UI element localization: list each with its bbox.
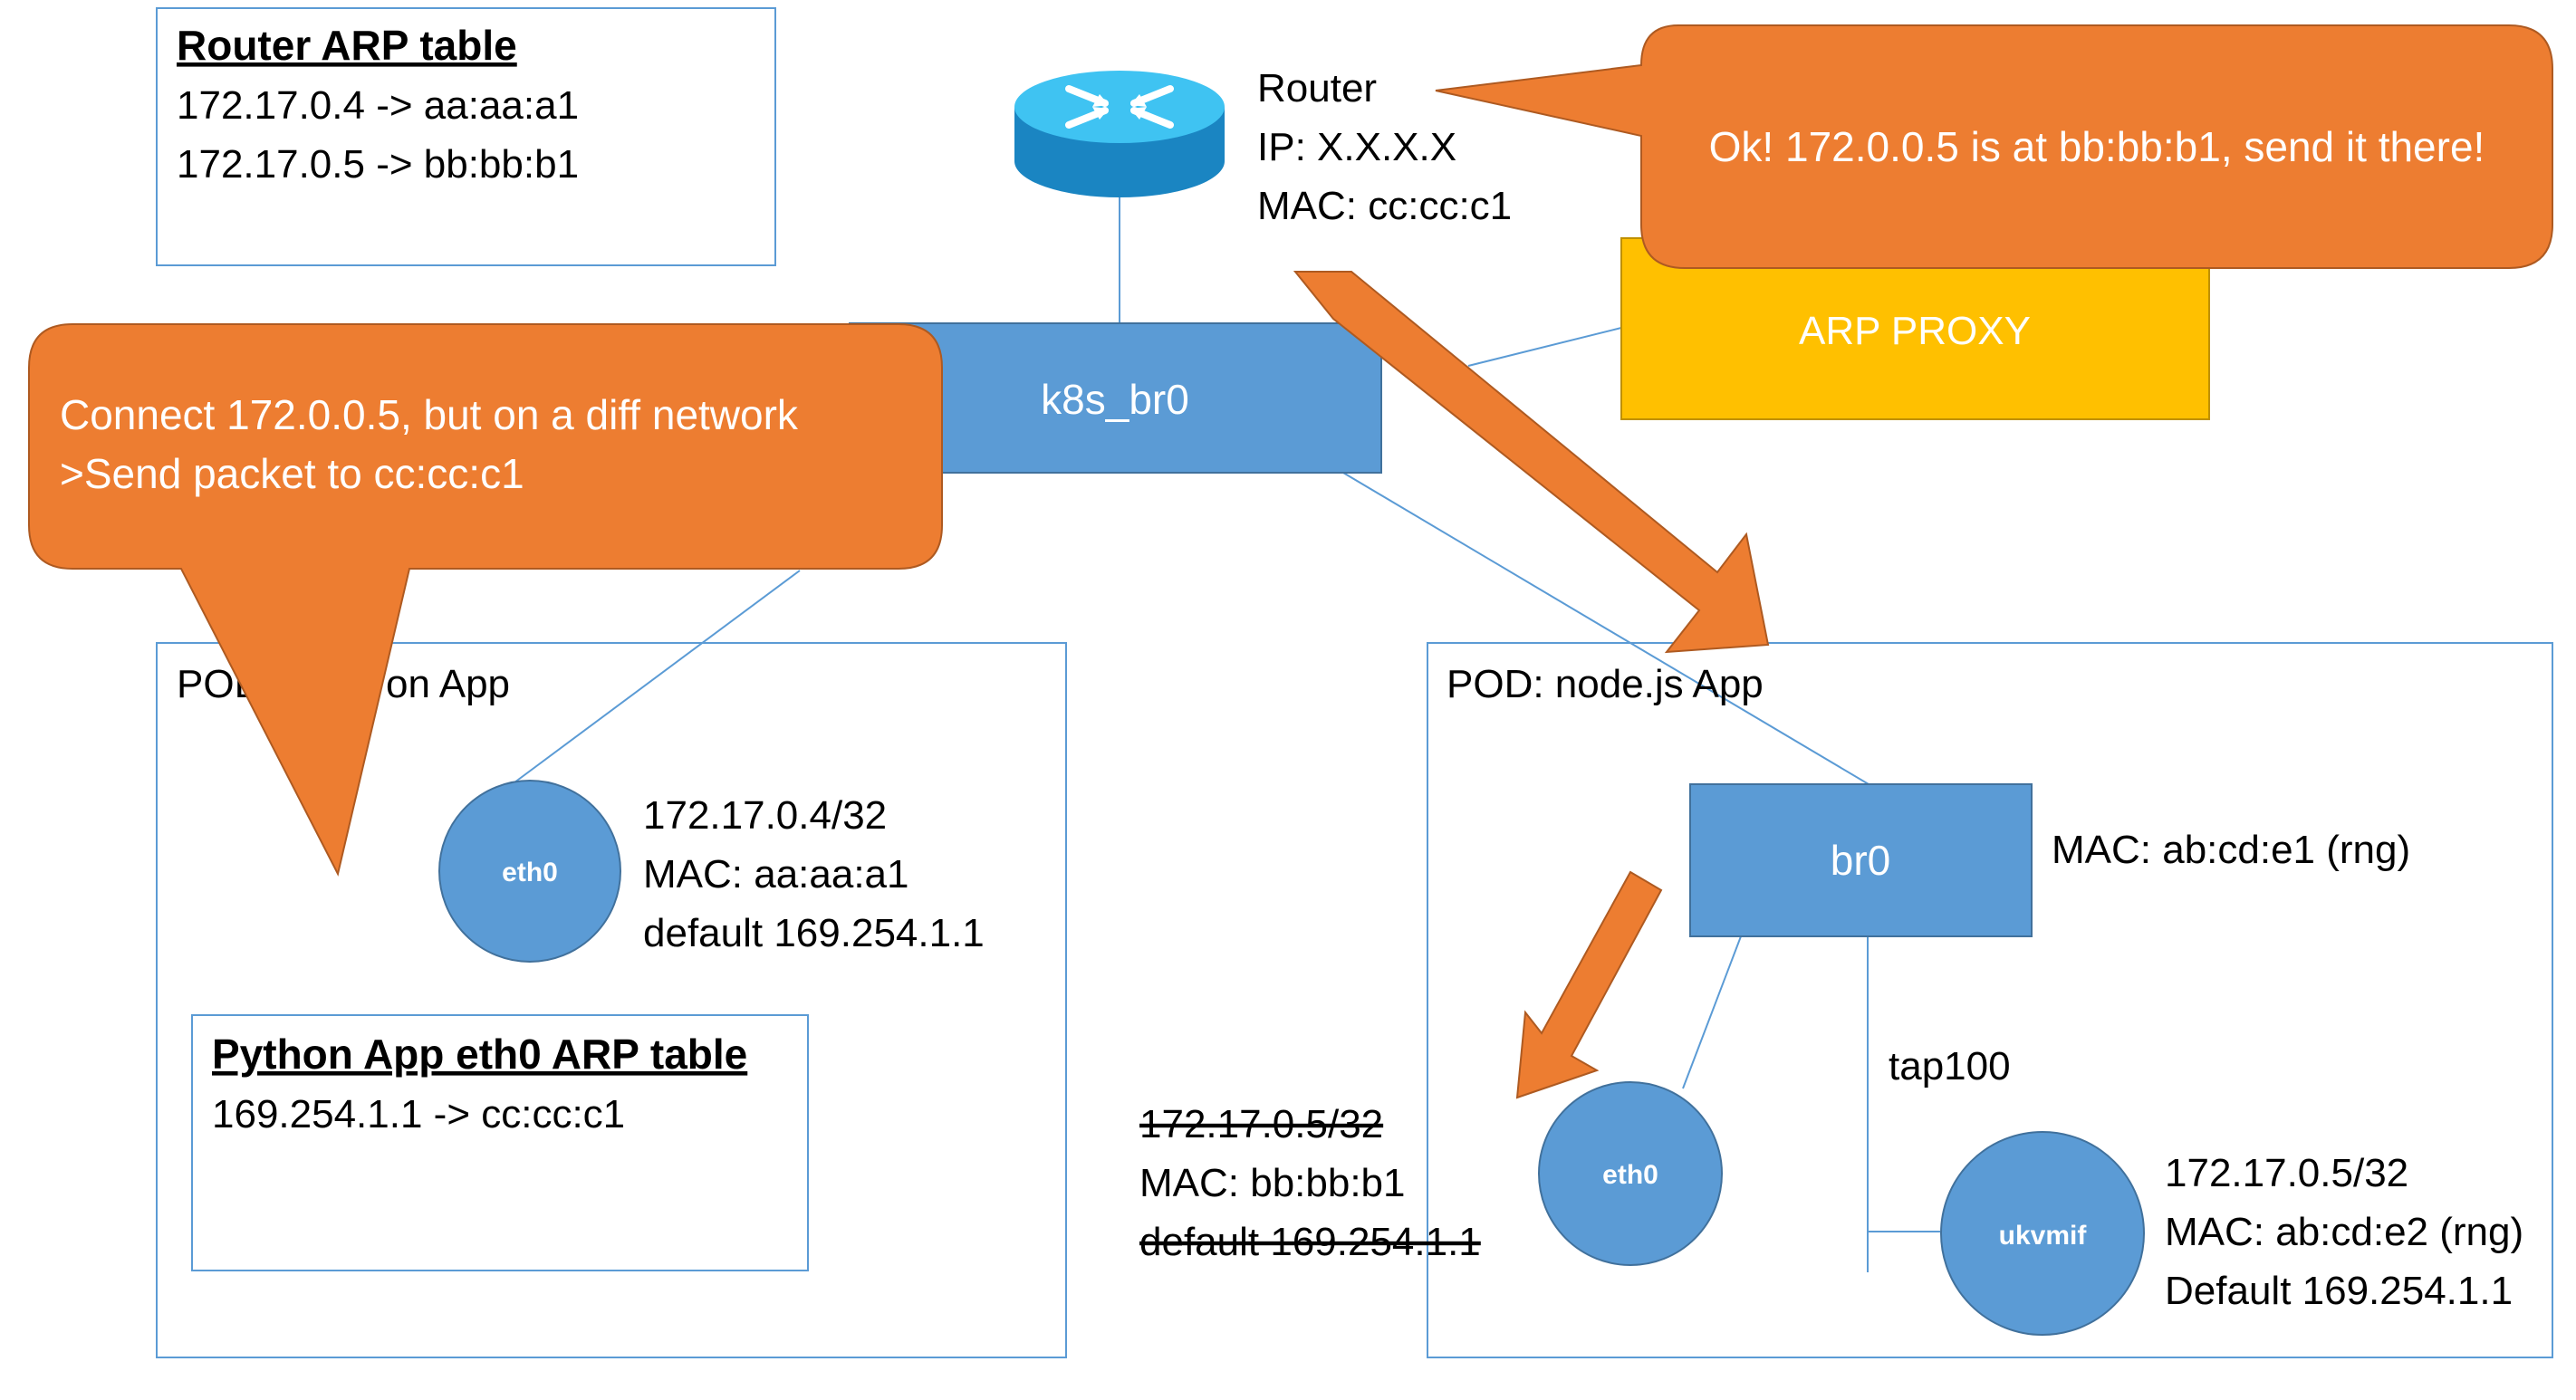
- node-br0-label: br0: [1831, 837, 1890, 884]
- python-arp-line: 169.254.1.1 -> cc:cc:c1: [212, 1092, 625, 1136]
- arp-proxy-label: ARP PROXY: [1799, 309, 2031, 353]
- arrow-router-to-node-pod: [1293, 271, 1770, 654]
- python-arp-table: Python App eth0 ARP table 169.254.1.1 ->…: [191, 1014, 809, 1271]
- node-eth0-info: 172.17.0.5/32 MAC: bb:bb:b1 default 169.…: [1139, 1102, 1481, 1264]
- router-ip: IP: X.X.X.X: [1257, 125, 1456, 169]
- python-eth0-ip: 172.17.0.4/32: [643, 793, 887, 838]
- br0-to-eth0-link: [1682, 935, 1742, 1089]
- node-eth0-ip-struck: 172.17.0.5/32: [1139, 1102, 1383, 1146]
- router-arp-title: Router ARP table: [177, 22, 517, 69]
- router-arp-line: 172.17.0.5 -> bb:bb:b1: [177, 142, 579, 187]
- k8s-bridge-label: k8s_br0: [1041, 376, 1189, 423]
- python-eth0-info: 172.17.0.4/32 MAC: aa:aa:a1 default 169.…: [643, 793, 985, 955]
- node-eth0-default-struck: default 169.254.1.1: [1139, 1220, 1481, 1264]
- tap100-label: tap100: [1889, 1044, 2011, 1088]
- bridge-to-python-eth0-link: [506, 570, 801, 789]
- router-arp-table: Router ARP table 172.17.0.4 -> aa:aa:a1 …: [156, 7, 776, 266]
- ukvmif-default: Default 169.254.1.1: [2165, 1269, 2513, 1313]
- router-callout-text: Ok! 172.0.0.5 is at bb:bb:b1, send it th…: [1709, 123, 2485, 170]
- router-name: Router: [1257, 66, 1377, 110]
- node-eth0-mac: MAC: bb:bb:b1: [1139, 1161, 1406, 1205]
- node-eth0-interface: eth0: [1538, 1081, 1723, 1266]
- pod-node-title: POD: node.js App: [1447, 662, 1764, 706]
- ukvmif-interface: ukvmif: [1940, 1131, 2145, 1336]
- python-eth0-interface: eth0: [438, 780, 621, 963]
- router-mac: MAC: cc:cc:c1: [1257, 184, 1512, 228]
- python-eth0-default: default 169.254.1.1: [643, 911, 985, 955]
- python-arp-title: Python App eth0 ARP table: [212, 1031, 747, 1078]
- arrow-br0-to-eth0: [1515, 870, 1663, 1099]
- bridge-to-br0-link: [1342, 472, 1870, 785]
- python-eth0-mac: MAC: aa:aa:a1: [643, 852, 909, 897]
- pod-python: POD on App: [156, 642, 1067, 1358]
- ukvmif-info: 172.17.0.5/32 MAC: ab:cd:e2 (rng) Defaul…: [2165, 1151, 2523, 1313]
- ukvmif-label: ukvmif: [1999, 1221, 2088, 1251]
- python-callout: Connect 172.0.0.5, but on a diff network…: [28, 323, 943, 877]
- router-icon: [1014, 71, 1225, 197]
- node-eth0-label: eth0: [1602, 1160, 1658, 1190]
- router-arp-line: 172.17.0.4 -> aa:aa:a1: [177, 83, 579, 128]
- ukvmif-mac: MAC: ab:cd:e2 (rng): [2165, 1210, 2523, 1254]
- node-br0-mac: MAC: ab:cd:e1 (rng): [2052, 828, 2410, 872]
- python-eth0-label: eth0: [502, 858, 558, 887]
- node-br0-bridge: br0: [1689, 783, 2033, 937]
- ukvmif-ip: 172.17.0.5/32: [2165, 1151, 2408, 1195]
- proxy-to-bridge-link: [1467, 327, 1622, 367]
- python-callout-line: Connect 172.0.0.5, but on a diff network: [60, 391, 799, 438]
- pod-python-title-right: on App: [386, 662, 510, 706]
- router-callout: Ok! 172.0.0.5 is at bb:bb:b1, send it th…: [1435, 24, 2553, 269]
- pod-node: POD: node.js App: [1427, 642, 2553, 1358]
- router-labels: Router IP: X.X.X.X MAC: cc:cc:c1: [1257, 66, 1512, 228]
- python-callout-line: >Send packet to cc:cc:c1: [60, 450, 524, 497]
